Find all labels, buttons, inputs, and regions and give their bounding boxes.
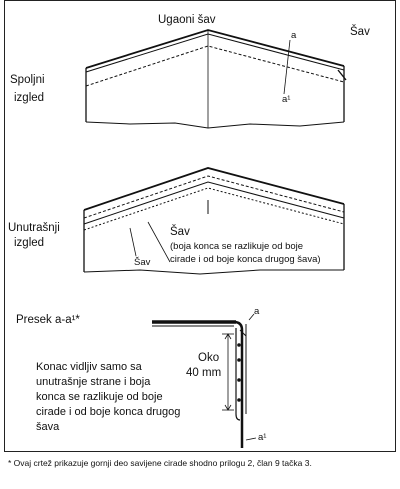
figure-frame	[4, 0, 396, 452]
outer-view-panel	[85, 29, 347, 129]
inner-view-panel	[83, 167, 345, 275]
outer-seam-label: Šav	[350, 26, 370, 38]
section-title: Presek a-a¹*	[16, 314, 80, 326]
section-point-a: a	[254, 306, 260, 317]
inner-seam-label: Šav	[170, 226, 190, 238]
point-a1-label: a¹	[282, 94, 291, 105]
outer-view-label-line1: Spoljni	[10, 74, 45, 86]
dimension-label-line1: Oko	[198, 352, 220, 364]
lower-seam-label: Šav	[134, 257, 151, 268]
outer-view-label-line2: izgled	[14, 92, 45, 104]
thread-visibility-note: Konac vidljiv samo sa unutrašnje strane …	[36, 361, 181, 433]
seam-note-line1: (boja konca se razlikuje od boje	[170, 241, 304, 252]
footnote: * Ovaj crtež prikazuje gornji deo savije…	[8, 458, 312, 468]
section-drawing	[152, 313, 257, 448]
point-a-label: a	[291, 30, 297, 41]
seam-note-line2: cirade i od boje konca drugog šava)	[170, 254, 321, 265]
inner-view-label-line2: izgled	[14, 237, 45, 249]
dimension-label-line2: 40 mm	[186, 367, 222, 379]
section-point-a1: a¹	[258, 432, 267, 443]
inner-view-label-line1: Unutrašnji	[8, 222, 60, 234]
corner-seam-label: Ugaoni šav	[158, 14, 216, 26]
